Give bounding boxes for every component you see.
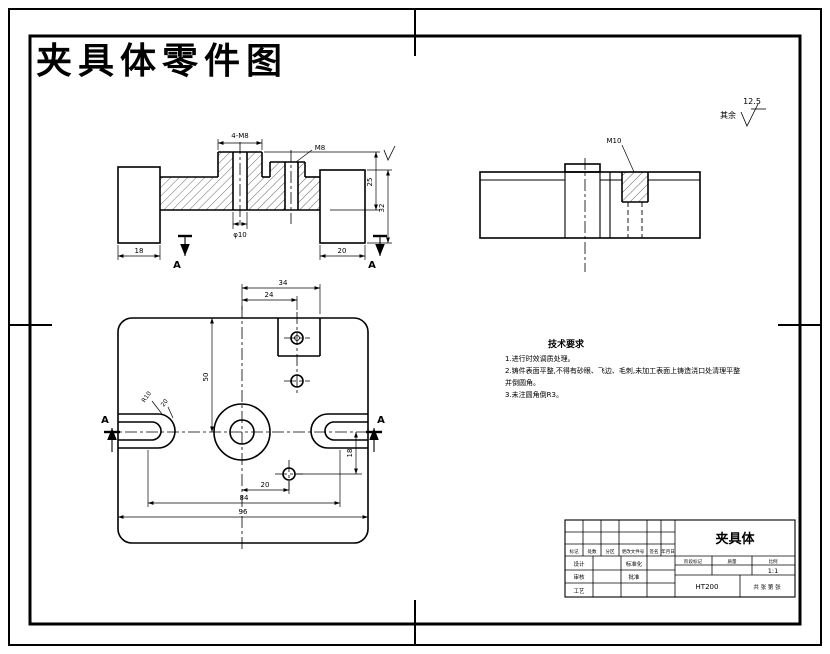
sheet-border xyxy=(8,8,822,646)
dim-center-hole: φ10 xyxy=(233,231,247,239)
pocket-outline xyxy=(277,318,321,357)
section-letter-a-right: A xyxy=(368,260,376,271)
dim-top-b: 34 xyxy=(279,279,288,287)
title-block-texts: 标记 处数 分区 更改文件号 签名 年月日 设计 审核 工艺 标准化 批准 夹具… xyxy=(570,531,782,595)
surface-roughness-general: 12.5 其余 xyxy=(720,97,766,127)
tb-header-count: 处数 xyxy=(588,548,597,555)
dim-top-a: 24 xyxy=(265,291,274,299)
top-view-dimensions: 24 34 50 18 20 84 96 R10 20 xyxy=(117,279,369,521)
tech-requirements-heading: 技术要求 xyxy=(548,338,585,350)
dim-right-vertical: 18 xyxy=(346,449,354,458)
tb-label-scale: 比例 xyxy=(769,558,778,565)
tb-material: HT200 xyxy=(696,583,719,591)
tb-label-stage: 阶段标记 xyxy=(684,558,702,565)
tb-header-sign: 签名 xyxy=(650,548,659,555)
tb-role-approve: 批准 xyxy=(628,573,640,581)
title-block: 标记 处数 分区 更改文件号 签名 年月日 设计 审核 工艺 标准化 批准 夹具… xyxy=(564,519,796,598)
left-slot xyxy=(118,413,176,449)
tb-scale-value: 1:1 xyxy=(768,567,778,575)
section-letter-a-right: A xyxy=(377,415,385,426)
front-section-marks: A A xyxy=(173,234,387,271)
dim-boss-thread: 4-M8 xyxy=(231,132,248,140)
side-slot-outline xyxy=(621,172,649,203)
title-block-grid xyxy=(565,520,795,597)
side-hidden-lines xyxy=(627,202,643,238)
page-title: 夹具体零件图 xyxy=(36,41,288,82)
leader-m10: M10 xyxy=(607,137,622,145)
front-dimensions: 4-M8 M8 φ10 18 20 32 25 xyxy=(117,132,396,260)
top-section-marks: A A xyxy=(101,415,385,452)
dim-bottom-c: 96 xyxy=(239,508,248,516)
section-letter-a-left: A xyxy=(173,260,181,271)
right-slot xyxy=(310,413,368,449)
side-inner-edges xyxy=(480,172,700,238)
leader-slot-width: 20 xyxy=(160,398,170,408)
roughness-check-icon-front xyxy=(383,145,396,161)
front-section-view: 4-M8 M8 φ10 18 20 32 25 xyxy=(117,132,396,271)
dim-right-foot: 20 xyxy=(338,247,347,255)
tech-note-line-2: 2.铸件表面平整,不得有砂眼、飞边、毛刺,未加工表面上铸造浇口处清理平整 xyxy=(505,366,740,375)
tb-header-date: 年月日 xyxy=(661,548,675,555)
dim-bottom-b: 84 xyxy=(240,494,249,502)
side-slot-hatch xyxy=(622,172,648,202)
surface-roughness-rest-label: 其余 xyxy=(720,110,736,120)
dim-bottom-a: 20 xyxy=(261,481,270,489)
section-letter-a-left: A xyxy=(101,415,109,426)
front-centerlines xyxy=(239,142,292,224)
tech-note-line-4: 3.未注圆角倒R3。 xyxy=(505,390,563,399)
leader-m8: M8 xyxy=(315,144,326,152)
front-hatch-areas xyxy=(160,152,320,210)
tb-header-zone: 分区 xyxy=(606,548,615,555)
top-view: A A 24 34 50 18 20 84 xyxy=(101,279,385,552)
tb-role-craft: 工艺 xyxy=(573,588,585,595)
tb-header-mark: 标记 xyxy=(570,548,579,555)
tb-header-doc: 更改文件号 xyxy=(622,548,645,555)
dim-height-inner: 25 xyxy=(366,178,374,187)
front-outline xyxy=(117,151,366,244)
tb-role-design: 设计 xyxy=(573,560,585,568)
m10-leader-line xyxy=(621,144,635,173)
tech-note-line-3: 并倒圆角。 xyxy=(505,378,540,387)
dim-left-vertical: 50 xyxy=(202,373,210,382)
side-view: M10 xyxy=(479,137,701,272)
dim-left-foot: 18 xyxy=(135,247,144,255)
tb-part-name: 夹具体 xyxy=(715,531,755,547)
tb-role-review: 审核 xyxy=(573,573,585,581)
tb-sheet: 共 张 第 张 xyxy=(753,583,781,591)
tb-role-std: 标准化 xyxy=(626,560,643,568)
surface-roughness-value: 12.5 xyxy=(743,97,761,106)
roughness-check-icon xyxy=(740,103,759,127)
tech-note-line-1: 1.进行时效调质处理。 xyxy=(505,354,575,363)
leader-slot-radius: R10 xyxy=(141,390,154,404)
tb-label-weight: 质量 xyxy=(728,558,737,565)
dim-height-outer: 32 xyxy=(378,204,386,213)
tech-requirements: 技术要求 1.进行时效调质处理。 2.铸件表面平整,不得有砂眼、飞边、毛刺,未加… xyxy=(505,338,740,399)
